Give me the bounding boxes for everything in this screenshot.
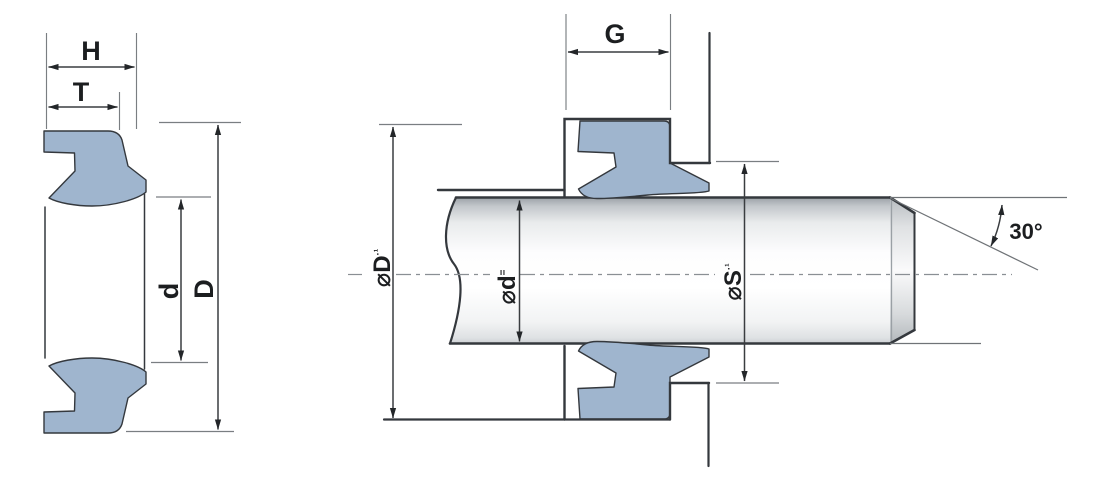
dim-label-G: G: [604, 19, 625, 49]
dim-label-bore-diameter: ⌀D·¹: [369, 248, 396, 287]
dim-label-seat-diameter: ⌀S·¹: [720, 263, 747, 301]
installed-seal-top: [577, 120, 710, 200]
housing-groove-top: [436, 31, 712, 199]
angle-arc: [990, 204, 1005, 247]
dim-label-T: T: [73, 77, 90, 107]
dim-label-d: d: [154, 283, 184, 300]
dim-label-D: D: [189, 279, 219, 299]
seal-profile-top: [43, 130, 147, 207]
dimension-G: G: [565, 14, 672, 110]
dimension-H: H: [45, 33, 138, 129]
chamfer-extension-line: [889, 197, 1039, 271]
shaft-body: [446, 197, 893, 344]
dim-label-H: H: [81, 36, 101, 66]
dim-label-rod-diameter: ⌀d=: [494, 269, 521, 304]
dimension-bore-diameter: ⌀D·¹: [369, 123, 462, 419]
dimension-d: d: [151, 196, 211, 364]
dimension-D: D: [126, 121, 241, 433]
dimension-rod-diameter: ⌀d=: [494, 200, 523, 342]
housing-groove-bottom: [382, 344, 711, 468]
installation-section-view: 30° G ⌀D·¹ ⌀d= ⌀S·¹: [348, 14, 1067, 468]
shaft-chamfer-face: [890, 197, 915, 344]
seal-cross-section-view: H T d D: [43, 33, 241, 434]
dimension-seat-diameter: ⌀S·¹: [716, 160, 779, 384]
shaft-break-line: [444, 196, 462, 345]
dimension-T: T: [48, 77, 121, 130]
shaft-chamfer-bottom-edge: [888, 328, 916, 345]
seal-profile-bottom: [43, 357, 147, 434]
chamfer-angle-callout: 30°: [889, 196, 1067, 345]
angle-label: 30°: [1009, 219, 1042, 244]
installed-seal-bottom: [577, 340, 710, 420]
